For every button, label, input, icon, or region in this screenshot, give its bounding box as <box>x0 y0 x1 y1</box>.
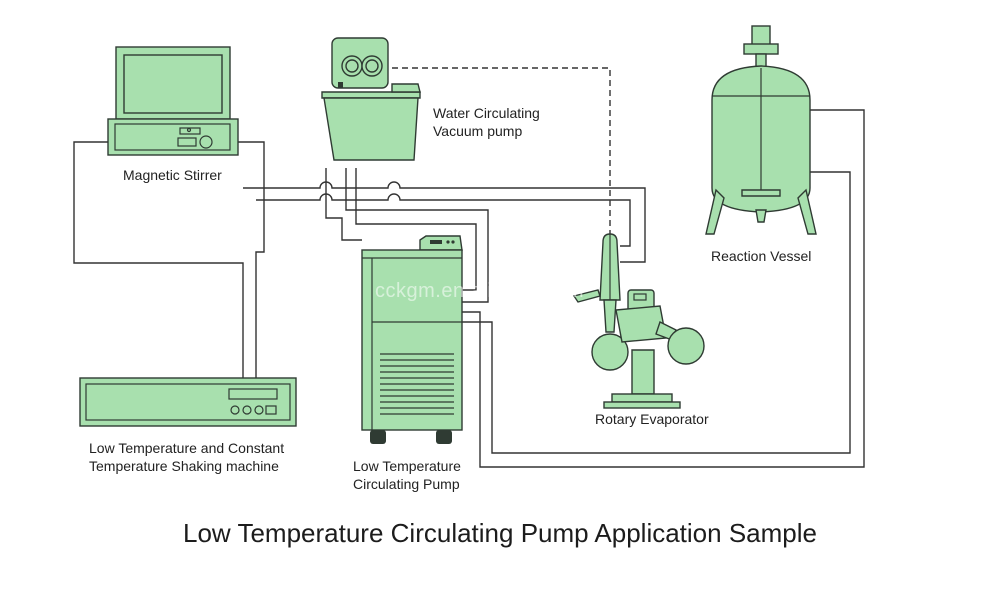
pipe-circ-to-vessel-inner <box>462 171 851 454</box>
diagram-title: Low Temperature Circulating Pump Applica… <box>183 518 817 548</box>
evaporator-lift-column <box>631 349 655 395</box>
vessel-leg-left <box>705 188 725 235</box>
vacuum-pump-lid <box>321 91 421 99</box>
label-reaction-vessel: Reaction Vessel <box>711 248 812 264</box>
stirrer-panel <box>114 123 231 151</box>
label-magnetic-stirrer: Magnetic Stirrer <box>123 167 222 183</box>
vessel-motor-base <box>743 43 779 55</box>
label-rotary-evaporator: Rotary Evaporator <box>595 411 709 427</box>
pipe-vacuum-to-circ-right <box>345 168 489 303</box>
water-vacuum-pump-equipment <box>321 37 421 161</box>
circ-pump-vent-grille <box>380 353 454 415</box>
vacuum-gauge-right-inner <box>365 59 379 73</box>
pipe-magnetic-stirrer-outer <box>73 141 244 378</box>
reaction-vessel-equipment <box>705 25 817 235</box>
connection-pipes <box>73 67 865 468</box>
vessel-outlet <box>755 209 767 223</box>
vacuum-pump-spout <box>391 83 421 93</box>
pipe-magnetic-stirrer-inner <box>236 141 265 378</box>
evaporator-motor-display <box>633 293 647 301</box>
shaking-machine-equipment <box>79 377 297 427</box>
vessel-leg-right <box>797 188 817 235</box>
pipe-stirrer-to-evaporator-a <box>243 181 646 263</box>
stirrer-display <box>179 127 201 135</box>
pipe-stirrer-to-evaporator-b <box>256 193 631 247</box>
stirrer-base <box>107 118 239 156</box>
evaporator-rotary-flask <box>667 327 705 365</box>
shaker-button-icon <box>254 405 264 415</box>
pipe-circ-to-vessel-outer <box>462 109 865 468</box>
evaporator-bath-stand <box>603 401 681 409</box>
label-circ-pump-line1: Low Temperature <box>353 458 461 474</box>
circ-pump-wheel-left-icon <box>370 430 386 444</box>
stirrer-slot <box>177 137 197 147</box>
pipe-vacuum-to-circ-left <box>325 168 362 241</box>
circ-pump-button-icon <box>451 240 455 244</box>
stirrer-dot-icon <box>186 127 192 133</box>
circ-pump-display-icon <box>430 240 442 244</box>
evaporator-receiving-flask <box>591 333 629 371</box>
vacuum-pump-body <box>323 97 419 161</box>
evaporator-neck <box>603 299 617 333</box>
magnetic-stirrer-equipment <box>107 46 239 156</box>
stirrer-knob-icon <box>199 135 213 149</box>
shaker-front-panel <box>85 383 291 421</box>
vessel-impeller <box>741 189 781 197</box>
label-shaker-line1: Low Temperature and Constant <box>89 440 285 456</box>
rotary-evaporator-equipment <box>572 233 705 409</box>
shaker-switch-icon <box>265 405 277 415</box>
circ-pump-wheel-right-icon <box>436 430 452 444</box>
label-water-pump-line2: Vacuum pump <box>433 123 523 139</box>
shaker-button-icon <box>230 405 240 415</box>
pipe-vacuum-to-circ-mid <box>355 168 477 291</box>
label-circ-pump-line2: Circulating Pump <box>353 476 460 492</box>
stirrer-screen <box>123 54 223 114</box>
vacuum-gauge-left-inner <box>345 59 359 73</box>
vessel-motor <box>751 25 771 47</box>
vacuum-dashed-line <box>392 67 611 236</box>
vacuum-switch-icon <box>338 82 343 88</box>
shaker-display <box>228 388 278 400</box>
circ-pump-body <box>361 249 463 431</box>
evaporator-base-plate <box>611 393 673 403</box>
label-shaker-line2: Temperature Shaking machine <box>89 458 279 474</box>
circ-pump-button-icon <box>446 240 450 244</box>
shaker-button-icon <box>242 405 252 415</box>
watermark-text: cckgm.en.alibaba.com <box>375 280 584 302</box>
label-water-pump-line1: Water Circulating <box>433 105 540 121</box>
evaporator-feed-valve <box>572 289 601 303</box>
evaporator-rotation-unit <box>615 305 667 343</box>
circulating-pump-equipment <box>361 235 463 444</box>
shaker-body <box>79 377 297 427</box>
